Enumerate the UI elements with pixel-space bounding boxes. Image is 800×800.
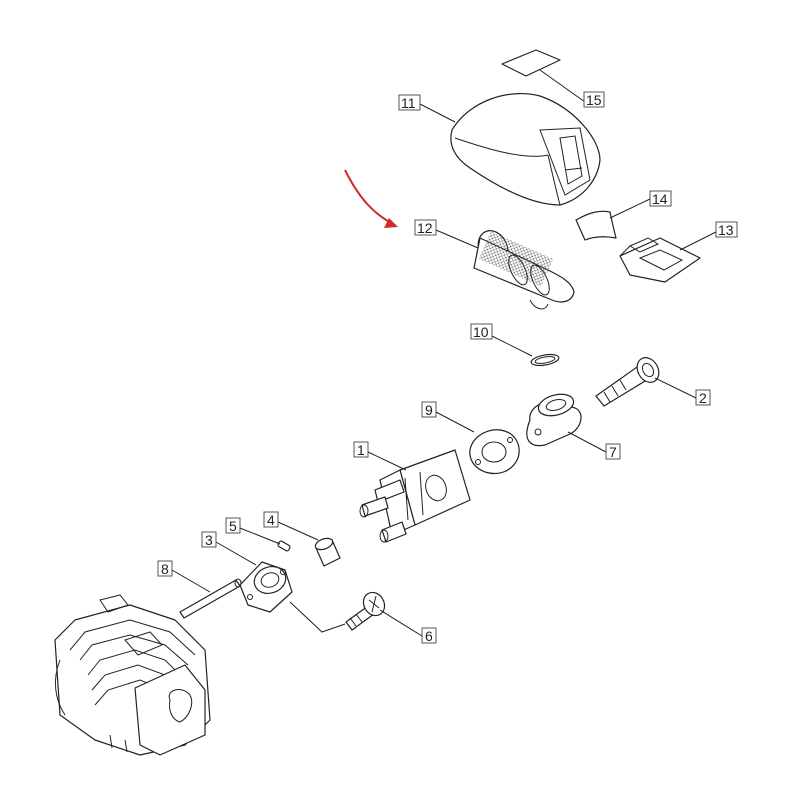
leader-1 — [367, 451, 407, 471]
label-11[interactable]: 11 — [398, 94, 421, 111]
part-9-gasket[interactable] — [469, 429, 520, 475]
highlight-arrowhead — [384, 218, 398, 228]
part-3-intake-manifold[interactable] — [239, 561, 293, 613]
leader-5 — [239, 527, 281, 545]
engine-cylinder — [54, 594, 211, 756]
svg-text:5: 5 — [229, 518, 237, 534]
leader-13 — [679, 231, 717, 251]
label-9[interactable]: 9 — [421, 401, 437, 418]
label-5[interactable]: 5 — [225, 517, 241, 534]
part-2-bolt[interactable] — [595, 354, 663, 407]
part-14-plate[interactable] — [575, 210, 617, 241]
svg-text:15: 15 — [586, 92, 602, 108]
part-7-flange[interactable] — [526, 391, 582, 447]
part-13-clip[interactable] — [619, 237, 701, 283]
leader-12 — [435, 229, 479, 249]
label-12[interactable]: 12 — [414, 219, 437, 236]
svg-text:1: 1 — [357, 442, 365, 458]
part-4-sleeve[interactable] — [314, 536, 341, 567]
svg-text:2: 2 — [699, 390, 707, 406]
svg-text:11: 11 — [401, 95, 416, 111]
label-4[interactable]: 4 — [263, 511, 279, 528]
label-10[interactable]: 10 — [470, 323, 493, 340]
part-5-pin[interactable] — [277, 540, 291, 552]
svg-text:4: 4 — [267, 512, 275, 528]
svg-text:6: 6 — [425, 628, 433, 644]
leader-2 — [654, 377, 697, 399]
svg-text:10: 10 — [473, 324, 489, 340]
leader-4 — [277, 521, 319, 541]
leader-8 — [171, 569, 211, 593]
label-8[interactable]: 8 — [157, 560, 173, 577]
svg-text:13: 13 — [718, 222, 734, 238]
label-13[interactable]: 13 — [715, 221, 738, 238]
part-8-stud[interactable] — [179, 578, 242, 619]
part-1-carburetor[interactable] — [359, 449, 471, 543]
svg-text:3: 3 — [205, 532, 213, 548]
leader-10 — [491, 335, 533, 357]
svg-text:9: 9 — [425, 402, 433, 418]
part-12-mesh-filter[interactable] — [473, 226, 575, 310]
leader-6b — [289, 601, 346, 633]
leader-6a — [379, 609, 423, 637]
part-11-filter-cover[interactable] — [450, 93, 601, 206]
svg-text:7: 7 — [609, 444, 617, 460]
svg-text:8: 8 — [161, 561, 169, 577]
label-2[interactable]: 2 — [695, 389, 711, 406]
part-10-o-ring[interactable] — [530, 353, 560, 368]
leader-3 — [215, 541, 257, 566]
label-7[interactable]: 7 — [605, 443, 621, 460]
leader-14 — [609, 198, 651, 219]
svg-text:12: 12 — [417, 220, 433, 236]
label-1[interactable]: 1 — [353, 441, 369, 458]
leader-15 — [539, 69, 586, 103]
part-15-filter-pad[interactable] — [501, 49, 561, 77]
svg-text:14: 14 — [652, 191, 668, 207]
label-15[interactable]: 15 — [583, 91, 605, 108]
leader-9 — [435, 411, 475, 433]
label-14[interactable]: 14 — [649, 190, 672, 207]
leader-11 — [419, 103, 456, 123]
label-3[interactable]: 3 — [201, 531, 217, 548]
part-6-screw[interactable] — [345, 589, 389, 631]
highlight-arrow — [344, 169, 396, 226]
leader-7 — [567, 431, 607, 453]
label-6[interactable]: 6 — [421, 627, 437, 644]
